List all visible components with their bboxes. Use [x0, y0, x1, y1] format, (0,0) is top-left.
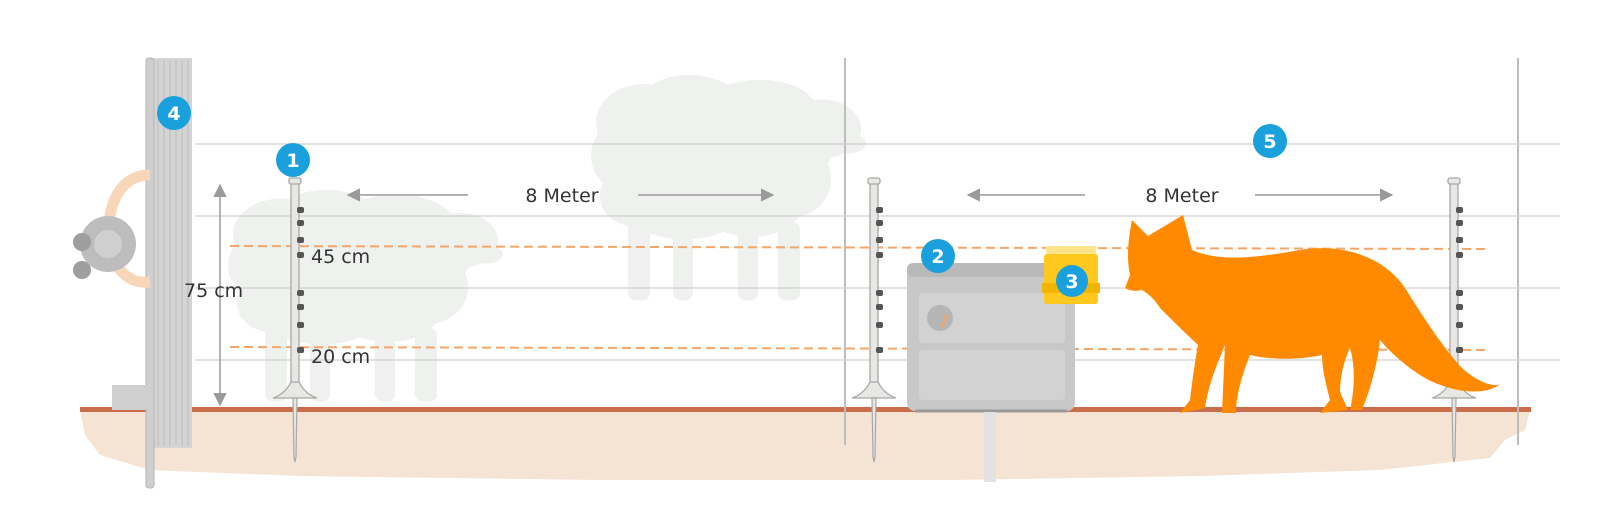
gate-handle [73, 169, 151, 288]
marker-2: 2 [921, 239, 955, 273]
marker-1: 1 [276, 143, 310, 177]
marker-5-number: 5 [1263, 131, 1276, 153]
ground-surface-line [80, 407, 1531, 412]
marker-5: 5 [1253, 124, 1287, 158]
height-label-upper-wire: 45 cm [311, 246, 370, 268]
spacing-label-left: 8 Meter [525, 185, 598, 207]
marker-3-number: 3 [1065, 271, 1078, 293]
marker-3: 3 [1056, 265, 1088, 297]
height-label-total: 75 cm [184, 280, 243, 302]
energizer [907, 263, 1075, 482]
marker-4-number: 4 [167, 103, 180, 125]
marker-2-number: 2 [931, 246, 944, 268]
sheep-silhouette-center [591, 74, 866, 301]
spacing-label-right: 8 Meter [1145, 185, 1218, 207]
marker-1-number: 1 [286, 150, 299, 172]
height-label-lower-wire: 20 cm [311, 346, 370, 368]
fox [1125, 215, 1500, 413]
sheep-silhouette-left [228, 189, 503, 402]
ground [80, 410, 1530, 480]
marker-4: 4 [157, 96, 191, 130]
